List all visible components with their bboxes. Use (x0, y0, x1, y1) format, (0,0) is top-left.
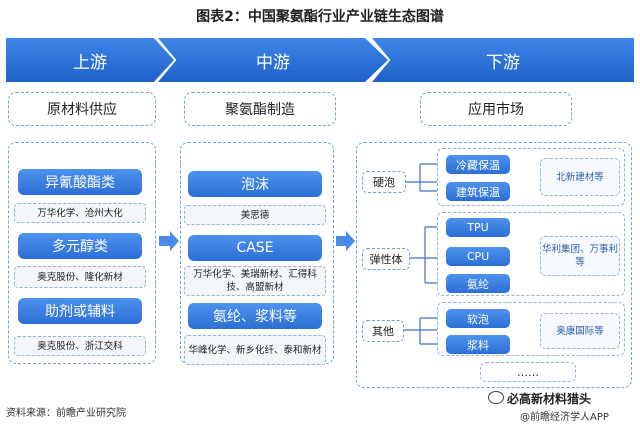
upstream-header: 原材料供应 (8, 92, 156, 126)
downstream-companies-rigid-foam: 北新建材等 (540, 158, 620, 196)
downstream-category-elastomer: 弹性体 (362, 248, 410, 270)
midstream-companies-foam: 美思德 (184, 205, 326, 225)
upstream-item-isocyanate: 异氰酸酯类 (18, 169, 142, 195)
midstream-item-case: CASE (188, 235, 322, 261)
app-soft-foam: 软泡 (446, 309, 510, 328)
app-building-insulation: 建筑保温 (446, 182, 510, 201)
app-cold-storage-insulation: 冷藏保温 (446, 155, 510, 174)
upstream-item-additives: 助剂或辅料 (18, 298, 142, 324)
downstream-category-other: 其他 (362, 320, 404, 342)
downstream-header: 应用市场 (420, 92, 572, 126)
midstream-companies-case: 万华化学、美瑞新材、汇得科技、高盟新材 (184, 266, 326, 296)
stage-midstream-banner: 中游 (158, 38, 388, 82)
upstream-companies-additives: 奥克股份、浙江交科 (14, 336, 146, 356)
arrow-midstream-to-downstream (336, 231, 355, 251)
stage-downstream-banner: 下游 (372, 38, 634, 82)
watermark-account-label: 必高新材料猎头 (507, 392, 592, 406)
upstream-item-polyol: 多元醇类 (18, 233, 142, 259)
source-note: 资料来源：前瞻产业研究院 (6, 408, 126, 419)
midstream-header: 聚氨酯制造 (184, 92, 336, 126)
app-slurry: 浆料 (446, 335, 510, 354)
arrow-upstream-to-midstream (159, 231, 179, 251)
watermark-app: @前瞻经济学人APP (520, 412, 609, 423)
downstream-category-rigid-foam: 硬泡 (362, 171, 406, 193)
app-tpu: TPU (446, 218, 510, 237)
stage-upstream-banner: 上游 (6, 38, 174, 82)
wechat-icon (488, 391, 504, 404)
midstream-companies-spandex: 华峰化学、新乡化纤、泰和新材 (184, 335, 326, 365)
upstream-companies-polyol: 奥克股份、隆化新材 (14, 266, 146, 288)
downstream-companies-elastomer: 华利集团、万事利等 (540, 236, 620, 276)
app-spandex: 氨纶 (446, 274, 510, 293)
app-cpu: CPU (446, 247, 510, 266)
watermark-account: 必高新材料猎头 (488, 390, 591, 407)
midstream-item-spandex: 氨纶、浆料等 (188, 303, 322, 329)
downstream-companies-other: 奥康国际等 (540, 313, 620, 349)
midstream-item-foam: 泡沫 (188, 171, 322, 197)
downstream-more: …… (480, 362, 576, 382)
chart-title: 图表2：中国聚氨酯行业产业链生态图谱 (196, 9, 444, 25)
upstream-companies-isocyanate: 万华化学、沧州大化 (14, 203, 146, 223)
